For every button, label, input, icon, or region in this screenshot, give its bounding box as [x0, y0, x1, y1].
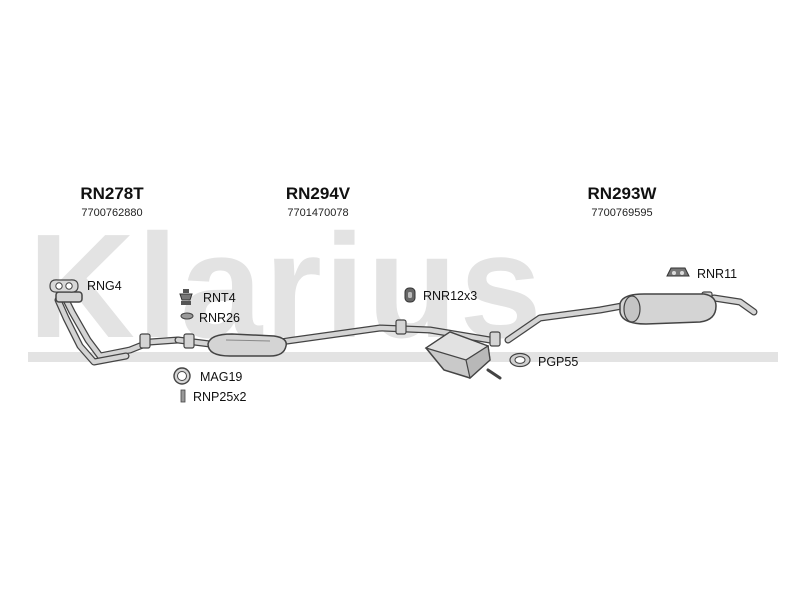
part-label-pgp55[interactable]: PGP55 [538, 355, 579, 369]
rubber-ring-icon[interactable] [180, 312, 194, 320]
section-code-center-silencer[interactable]: RN294V [285, 184, 351, 203]
rubber-hanger-icon[interactable] [404, 287, 416, 303]
section-oem-front-pipe: 7700762880 [81, 207, 143, 219]
part-label-rnp25x2[interactable]: RNP25x2 [193, 390, 247, 404]
part-label-rng4[interactable]: RNG4 [87, 279, 122, 293]
center-silencer-shape [207, 333, 287, 357]
rubber-mount-icon[interactable] [178, 288, 194, 306]
section-oem-rear-silencer: 7700769595 [591, 207, 653, 219]
hanger-strap-icon[interactable] [666, 266, 690, 278]
flange-gasket-icon[interactable] [508, 352, 532, 368]
section-code-front-pipe[interactable]: RN278T [80, 184, 144, 203]
part-label-rnr12x3[interactable]: RNR12x3 [423, 289, 478, 303]
sealing-ring-icon[interactable] [172, 366, 192, 386]
bolt-icon[interactable] [180, 389, 186, 403]
rear-silencer-shape [619, 293, 717, 325]
watermark-underline [28, 352, 778, 362]
section-oem-center-silencer: 7701470078 [287, 207, 349, 219]
section-code-rear-silencer[interactable]: RN293W [587, 184, 657, 203]
gasket-icon[interactable] [48, 278, 80, 294]
part-label-mag19[interactable]: MAG19 [200, 370, 243, 384]
part-label-rnt4[interactable]: RNT4 [203, 291, 236, 305]
part-label-rnr26[interactable]: RNR26 [199, 311, 240, 325]
part-label-rnr11[interactable]: RNR11 [697, 267, 738, 281]
mid-box-silencer-shape [424, 331, 491, 380]
